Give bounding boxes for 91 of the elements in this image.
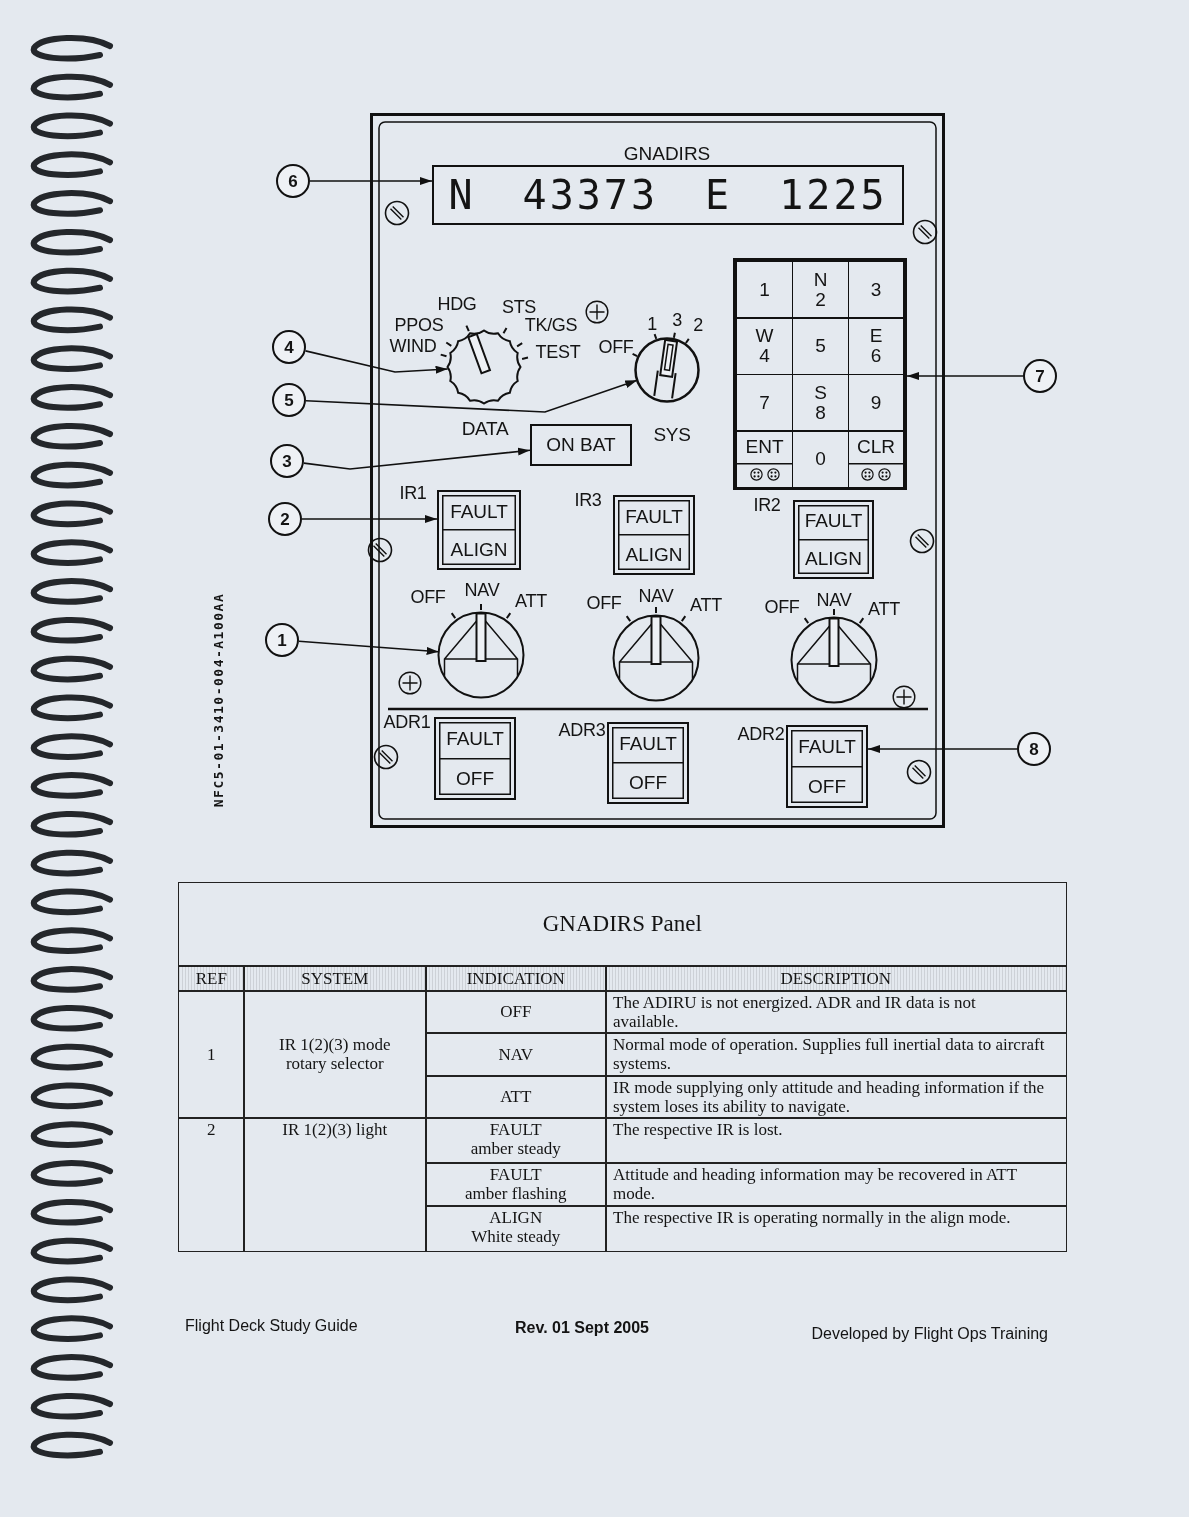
rotary-selector [634, 337, 700, 403]
callout-number: 5 [272, 383, 306, 417]
position-label: PPOS [394, 316, 444, 334]
table-cell: NAV [425, 1032, 607, 1077]
keypad-key: 1 [736, 261, 793, 318]
keypad-key: E 6 [848, 317, 904, 375]
position-label: NAV [638, 587, 674, 605]
footer-text: Rev. 01 Sept 2005 [515, 1320, 649, 1336]
table-cell: IR 1(2)(3) light [243, 1117, 427, 1252]
table-cell: OFF [425, 990, 607, 1034]
position-label: TK/GS [524, 316, 578, 334]
rotary-selector [790, 616, 878, 704]
table-cell: ATT [425, 1075, 607, 1119]
position-label: ATT [515, 592, 547, 610]
position-label: ATT [868, 600, 900, 618]
callout-number: 1 [265, 623, 299, 657]
leader-line [301, 515, 438, 523]
position-label: OFF [764, 598, 800, 616]
position-label: OFF [410, 588, 446, 606]
table-cell: 2 [178, 1117, 245, 1252]
position-label: 3 [672, 311, 682, 329]
system-label: ADR2 [737, 725, 785, 743]
system-label: ADR1 [383, 713, 431, 731]
system-label: IR2 [753, 496, 781, 514]
position-label: OFF [586, 594, 622, 612]
keypad-key: W 4 [736, 317, 793, 375]
annunciator-pushbutton: FAULT OFF [607, 722, 689, 804]
position-label: NAV [464, 581, 500, 599]
callout-number: 6 [276, 164, 310, 198]
keypad-key: 9 [848, 374, 904, 431]
callout-number: 7 [1023, 359, 1057, 393]
table-cell: Attitude and heading information may be recovered in ATT mode. [605, 1162, 1067, 1207]
footer-text: Developed by Flight Ops Training [811, 1326, 1048, 1342]
callout-number: 4 [272, 330, 306, 364]
callout-number: 2 [268, 502, 302, 536]
table-cell: IR mode supplying only attitude and heading information if the system loses its ability to navigate. [605, 1075, 1067, 1119]
annunciator-pushbutton: FAULT OFF [786, 725, 868, 808]
position-label: OFF [598, 338, 634, 356]
position-label: 1 [647, 315, 657, 333]
position-label: 2 [693, 316, 703, 334]
leader-line [298, 640, 440, 655]
position-label: ATT [690, 596, 722, 614]
column-header: SYSTEM [243, 965, 427, 992]
table-cell: The respective IR is lost. [605, 1117, 1067, 1164]
indicator-light: ON BAT [530, 424, 632, 466]
column-header: DESCRIPTION [605, 965, 1067, 992]
keypad-key: ENT [736, 430, 793, 488]
leader-line [305, 379, 638, 413]
table-cell: ALIGN White steady [425, 1205, 607, 1252]
table-title: GNADIRS Panel [178, 882, 1067, 967]
annunciator-pushbutton: FAULT ALIGN [613, 495, 695, 575]
panel-title: GNADIRS [623, 143, 711, 163]
callout-number: 3 [270, 444, 304, 478]
system-label: IR3 [574, 491, 602, 509]
footer-text: Flight Deck Study Guide [185, 1318, 358, 1334]
lcd-display: N 43373 E 1225 [432, 165, 904, 225]
column-header: INDICATION [425, 965, 607, 992]
keypad-key: CLR [848, 430, 904, 488]
keypad-key: 3 [848, 261, 904, 318]
keypad-key: N 2 [792, 261, 849, 318]
table-cell: FAULT amber steady [425, 1117, 607, 1164]
leader-line [867, 745, 1018, 753]
leader-line [304, 350, 449, 374]
table-cell: FAULT amber flashing [425, 1162, 607, 1207]
column-header: REF [178, 965, 245, 992]
table-cell: The respective IR is operating normally in the align mode. [605, 1205, 1067, 1252]
rotary-selector [446, 329, 522, 405]
annunciator-pushbutton: FAULT ALIGN [437, 490, 521, 570]
leader-line [906, 372, 1024, 380]
table-cell: IR 1(2)(3) mode rotary selector [243, 990, 427, 1119]
table-cell: The ADIRU is not energized. ADR and IR data is not available. [605, 990, 1067, 1034]
position-label: WIND [389, 337, 437, 355]
position-label: HDG [437, 295, 477, 313]
keypad [733, 258, 907, 490]
leader-line [309, 177, 433, 185]
leader-line [303, 447, 531, 470]
annunciator-pushbutton: FAULT OFF [434, 717, 516, 800]
system-label: IR1 [399, 484, 427, 502]
position-label: STS [501, 298, 537, 316]
rotary-selector [612, 614, 700, 702]
table-cell: Normal mode of operation. Supplies full inertial data to aircraft systems. [605, 1032, 1067, 1077]
selector-label: SYS [653, 424, 691, 444]
table-cell: 1 [178, 990, 245, 1119]
system-label: ADR3 [558, 721, 606, 739]
reference-code: NFC5-01-3410-004-A100AA [211, 592, 225, 808]
callout-number: 8 [1017, 732, 1051, 766]
rotary-selector [437, 611, 525, 699]
selector-label: DATA [461, 418, 509, 438]
position-label: NAV [816, 591, 852, 609]
position-label: TEST [535, 343, 581, 361]
annunciator-pushbutton: FAULT ALIGN [793, 500, 874, 579]
